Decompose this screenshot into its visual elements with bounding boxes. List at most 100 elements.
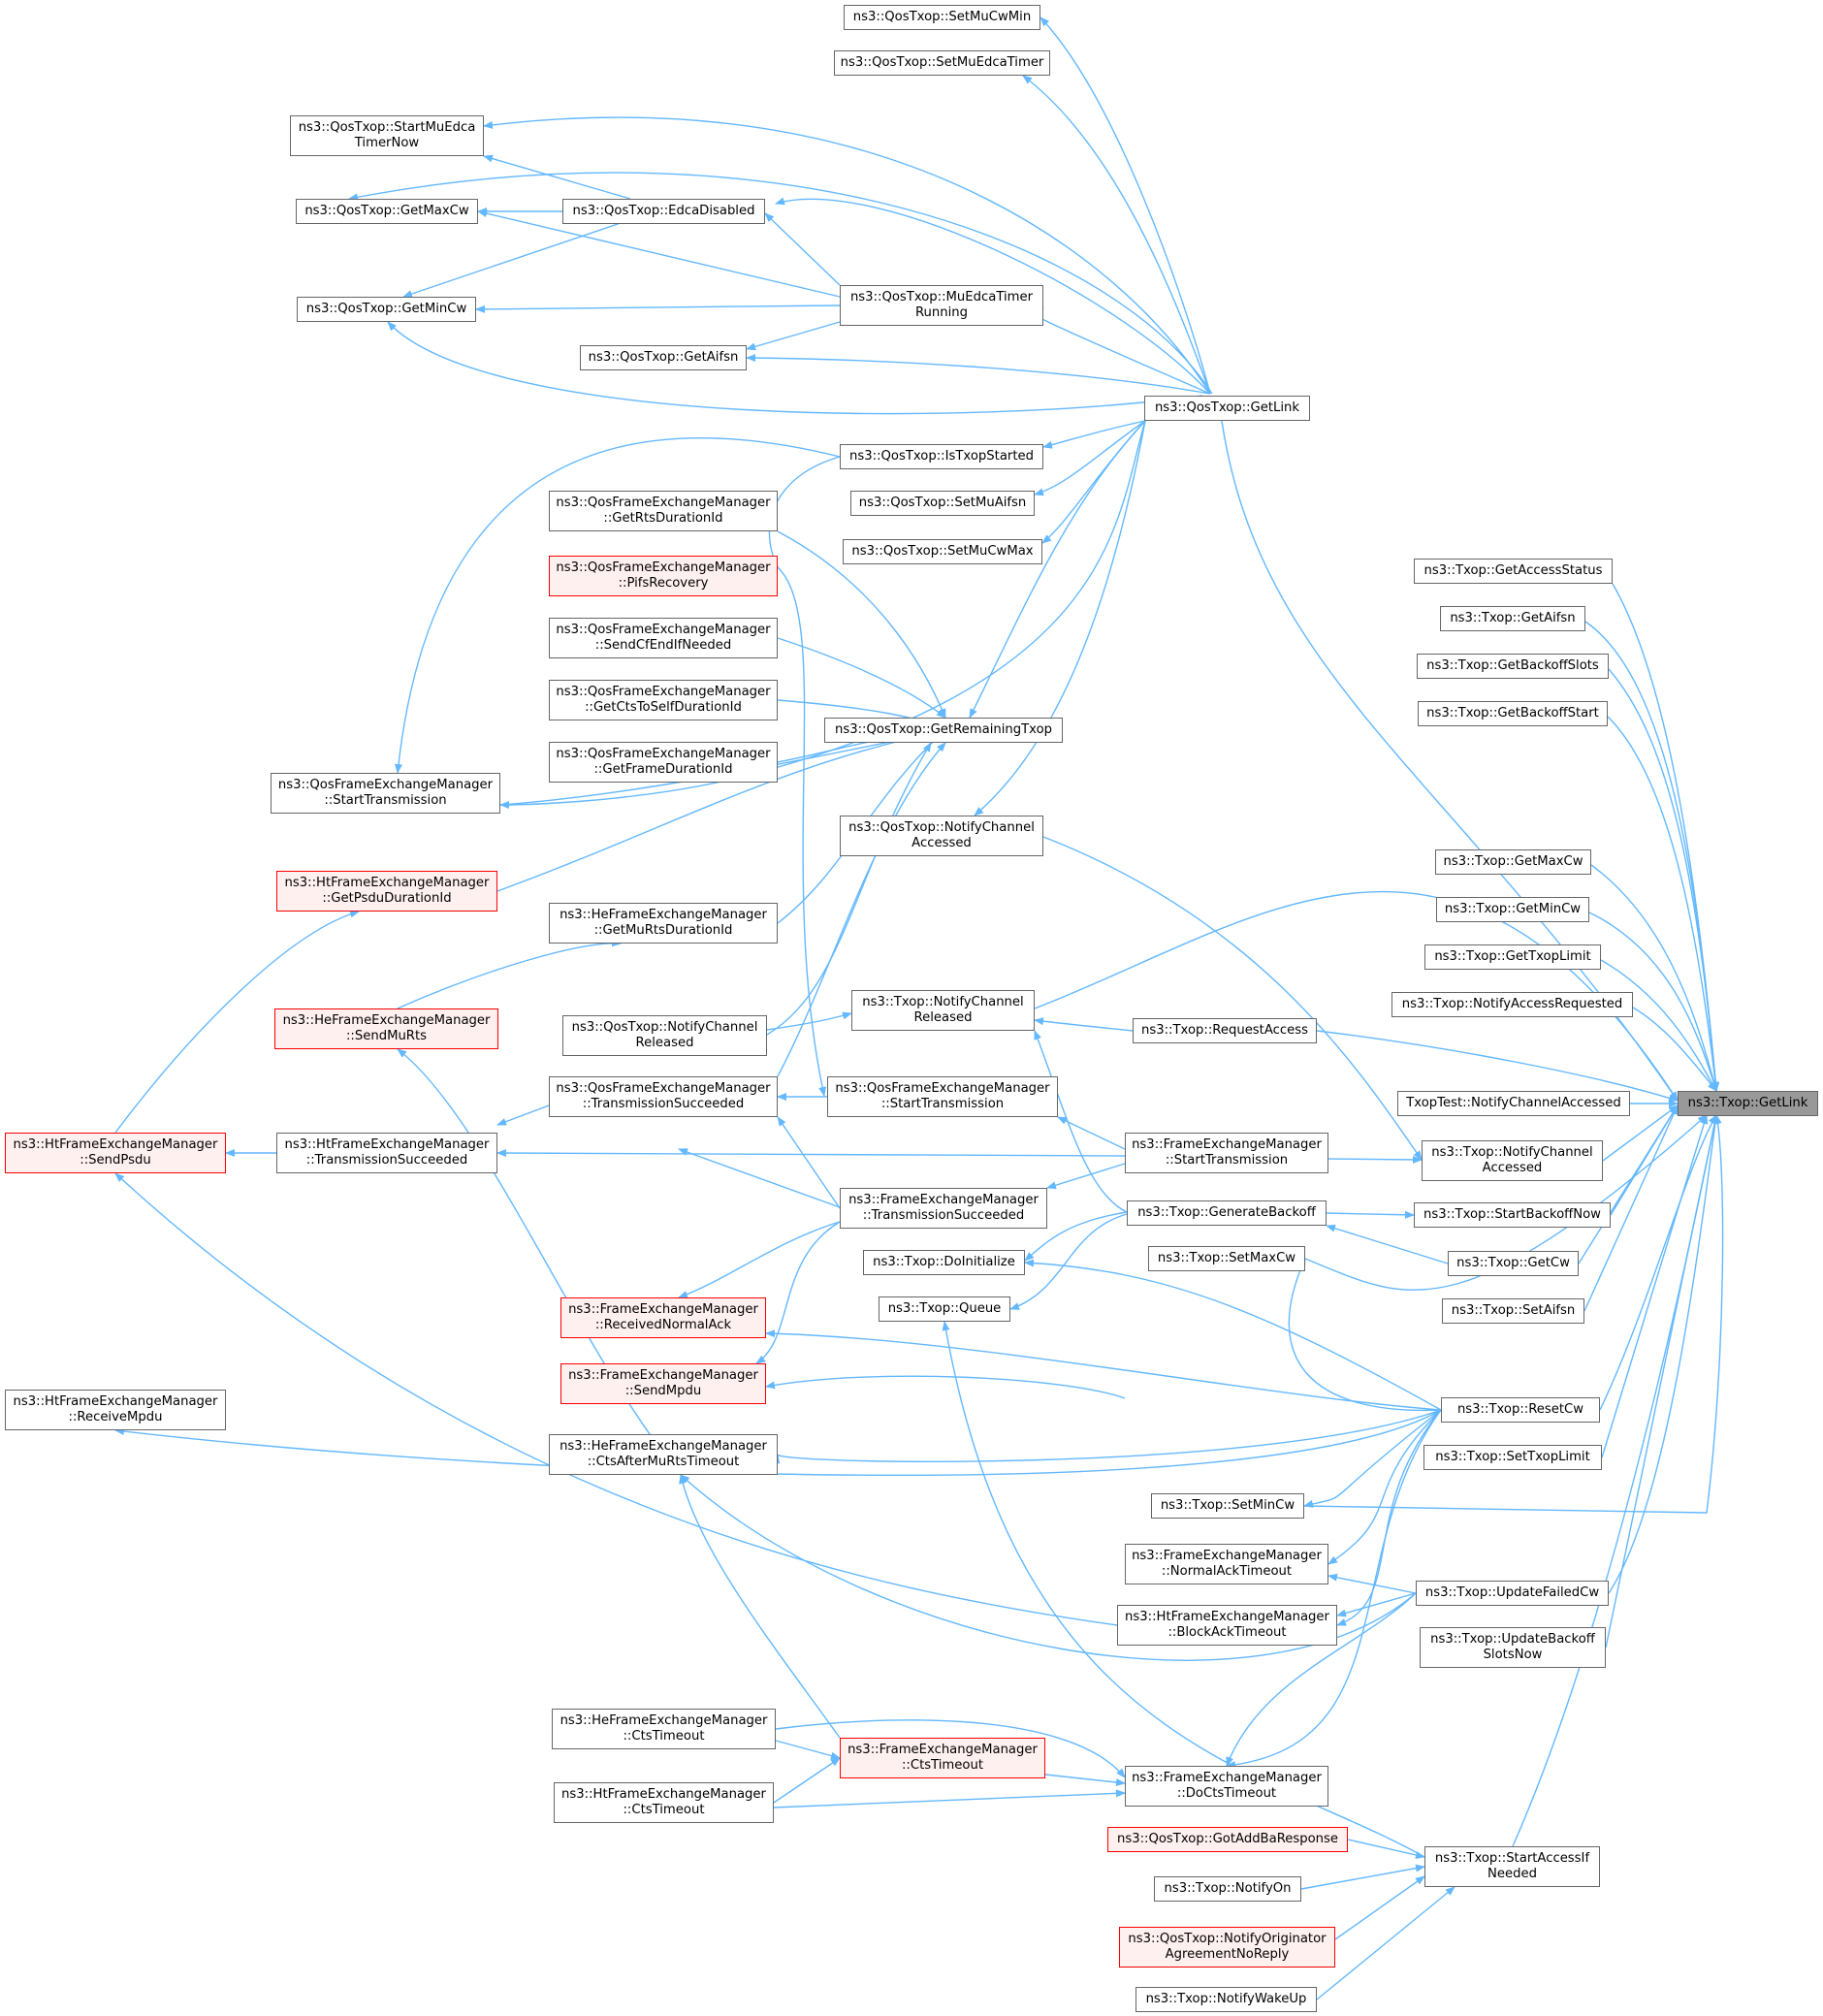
node-txop-get-access-status[interactable]: ns3::Txop::GetAccessStatus bbox=[1414, 559, 1613, 584]
node-hefem-cts-after-mu-rts-timeout[interactable]: ns3::HeFrameExchangeManager::CtsAfterMuR… bbox=[549, 1434, 778, 1475]
node-txop-set-max-cw[interactable]: ns3::Txop::SetMaxCw bbox=[1148, 1246, 1305, 1271]
node-qfem-start-transmission-mid[interactable]: ns3::QosFrameExchangeManager::StartTrans… bbox=[827, 1076, 1058, 1117]
call-edge bbox=[387, 321, 1203, 415]
call-edge bbox=[773, 1757, 841, 1804]
node-txop-update-failed-cw[interactable]: ns3::Txop::UpdateFailedCw bbox=[1416, 1581, 1609, 1606]
node-htfem-receive-mpdu[interactable]: ns3::HtFrameExchangeManager::ReceiveMpdu bbox=[5, 1390, 226, 1430]
node-htfem-transmission-succeeded[interactable]: ns3::HtFrameExchangeManager::Transmissio… bbox=[276, 1133, 497, 1173]
node-txop-get-backoff-start[interactable]: ns3::Txop::GetBackoffStart bbox=[1418, 701, 1608, 726]
node-txop-generate-backoff[interactable]: ns3::Txop::GenerateBackoff bbox=[1127, 1200, 1327, 1226]
node-qfem-transmission-succeeded[interactable]: ns3::QosFrameExchangeManager::Transmissi… bbox=[549, 1076, 778, 1117]
call-edge bbox=[679, 1474, 841, 1739]
node-fem-received-normal-ack[interactable]: ns3::FrameExchangeManager::ReceivedNorma… bbox=[560, 1297, 766, 1338]
node-qos-got-add-ba-response[interactable]: ns3::QosTxop::GotAddBaResponse bbox=[1107, 1827, 1348, 1852]
call-edge bbox=[397, 939, 622, 1009]
node-qfem-get-rts-duration-id[interactable]: ns3::QosFrameExchangeManager::GetRtsDura… bbox=[549, 491, 778, 531]
node-hefem-cts-timeout[interactable]: ns3::HeFrameExchangeManager::CtsTimeout bbox=[552, 1709, 776, 1749]
node-qos-set-mu-aifsn[interactable]: ns3::QosTxop::SetMuAifsn bbox=[850, 491, 1035, 516]
call-edge bbox=[114, 1409, 1442, 1477]
node-label: SlotsNow bbox=[1483, 1648, 1543, 1662]
node-hefem-send-mu-rts[interactable]: ns3::HeFrameExchangeManager::SendMuRts bbox=[274, 1008, 498, 1049]
node-qos-get-remaining-txop[interactable]: ns3::QosTxop::GetRemainingTxop bbox=[824, 718, 1063, 743]
node-txop-get-backoff-slots[interactable]: ns3::Txop::GetBackoffSlots bbox=[1417, 654, 1609, 679]
node-txop-get-max-cw[interactable]: ns3::Txop::GetMaxCw bbox=[1435, 849, 1591, 875]
node-htfem-cts-timeout[interactable]: ns3::HtFrameExchangeManager::CtsTimeout bbox=[554, 1782, 774, 1823]
node-qos-set-mu-edca-timer[interactable]: ns3::QosTxop::SetMuEdcaTimer bbox=[834, 50, 1050, 76]
node-txop-notify-on[interactable]: ns3::Txop::NotifyOn bbox=[1154, 1876, 1301, 1902]
node-txop-get-link[interactable]: ns3::Txop::GetLink bbox=[1678, 1091, 1818, 1116]
node-qos-get-min-cw[interactable]: ns3::QosTxop::GetMinCw bbox=[297, 297, 476, 322]
node-qos-is-txop-started[interactable]: ns3::QosTxop::IsTxopStarted bbox=[840, 444, 1043, 469]
node-htfem-get-psdu-duration-id[interactable]: ns3::HtFrameExchangeManager::GetPsduDura… bbox=[276, 871, 497, 912]
node-fem-send-mpdu[interactable]: ns3::FrameExchangeManager::SendMpdu bbox=[560, 1363, 766, 1404]
node-qfem-send-cf-end-if-needed[interactable]: ns3::QosFrameExchangeManager::SendCfEndI… bbox=[549, 618, 778, 658]
call-edge bbox=[765, 1329, 1442, 1411]
node-qos-set-mu-cw-max[interactable]: ns3::QosTxop::SetMuCwMax bbox=[843, 539, 1042, 564]
call-edge bbox=[1034, 1030, 1128, 1213]
node-qos-edca-disabled[interactable]: ns3::QosTxop::EdcaDisabled bbox=[562, 199, 765, 224]
node-qfem-get-cts-to-self-duration-id[interactable]: ns3::QosFrameExchangeManager::GetCtsToSe… bbox=[549, 680, 778, 720]
node-txop-get-aifsn[interactable]: ns3::Txop::GetAifsn bbox=[1440, 606, 1585, 631]
node-label: ns3::HtFrameExchangeManager bbox=[13, 1394, 218, 1409]
node-qos-set-mu-cw-min[interactable]: ns3::QosTxop::SetMuCwMin bbox=[844, 5, 1040, 30]
call-edge bbox=[766, 742, 932, 1036]
node-txop-request-access[interactable]: ns3::Txop::RequestAccess bbox=[1133, 1018, 1317, 1043]
node-qos-get-link[interactable]: ns3::QosTxop::GetLink bbox=[1144, 396, 1310, 421]
node-fem-normal-ack-timeout[interactable]: ns3::FrameExchangeManager::NormalAckTime… bbox=[1125, 1544, 1328, 1584]
call-edge bbox=[775, 1719, 1126, 1778]
node-htfem-send-psdu[interactable]: ns3::HtFrameExchangeManager::SendPsdu bbox=[5, 1133, 226, 1173]
node-txop-get-txop-limit[interactable]: ns3::Txop::GetTxopLimit bbox=[1424, 944, 1601, 970]
node-label: ::NormalAckTimeout bbox=[1161, 1564, 1293, 1579]
node-label: ns3::QosTxop::GotAddBaResponse bbox=[1116, 1832, 1339, 1846]
node-fem-start-transmission[interactable]: ns3::FrameExchangeManager::StartTransmis… bbox=[1125, 1133, 1328, 1173]
call-edge bbox=[942, 1321, 1425, 1858]
node-txop-queue[interactable]: ns3::Txop::Queue bbox=[879, 1296, 1010, 1322]
node-label: ns3::QosTxop::GetLink bbox=[1154, 400, 1300, 415]
node-htfem-block-ack-timeout[interactable]: ns3::HtFrameExchangeManager::BlockAckTim… bbox=[1117, 1605, 1337, 1646]
node-label: ::CtsAfterMuRtsTimeout bbox=[587, 1455, 740, 1469]
call-edge bbox=[1034, 890, 1679, 1102]
node-qfem-start-transmission-left[interactable]: ns3::QosFrameExchangeManager::StartTrans… bbox=[271, 773, 500, 814]
call-edge bbox=[1042, 420, 1146, 449]
node-fem-cts-timeout[interactable]: ns3::FrameExchangeManager::CtsTimeout bbox=[840, 1738, 1045, 1778]
node-qfem-pifs-recovery[interactable]: ns3::QosFrameExchangeManager::PifsRecove… bbox=[549, 556, 778, 596]
call-edge bbox=[775, 1740, 841, 1760]
node-label: ns3::QosTxop::SetMuCwMax bbox=[851, 544, 1034, 559]
node-label: ::StartTransmission bbox=[324, 793, 447, 808]
node-fem-do-cts-timeout[interactable]: ns3::FrameExchangeManager::DoCtsTimeout bbox=[1125, 1766, 1328, 1807]
node-txop-reset-cw[interactable]: ns3::Txop::ResetCw bbox=[1441, 1397, 1600, 1423]
node-txop-set-aifsn[interactable]: ns3::Txop::SetAifsn bbox=[1442, 1298, 1584, 1324]
call-edge bbox=[1304, 1114, 1708, 1292]
node-txop-set-min-cw[interactable]: ns3::Txop::SetMinCw bbox=[1151, 1493, 1304, 1519]
node-label: ns3::Txop::UpdateFailedCw bbox=[1424, 1585, 1600, 1600]
node-fem-transmission-succeeded[interactable]: ns3::FrameExchangeManager::TransmissionS… bbox=[840, 1188, 1047, 1229]
node-qos-get-max-cw[interactable]: ns3::QosTxop::GetMaxCw bbox=[296, 199, 478, 224]
node-qfem-get-frame-duration-id[interactable]: ns3::QosFrameExchangeManager::GetFrameDu… bbox=[549, 742, 778, 783]
node-txop-do-initialize[interactable]: ns3::Txop::DoInitialize bbox=[863, 1250, 1025, 1275]
call-edge bbox=[1608, 668, 1720, 1092]
node-txop-get-min-cw[interactable]: ns3::Txop::GetMinCw bbox=[1436, 897, 1589, 922]
node-hefem-get-mu-rts-duration-id[interactable]: ns3::HeFrameExchangeManager::GetMuRtsDur… bbox=[549, 903, 778, 944]
node-txop-set-txop-limit[interactable]: ns3::Txop::SetTxopLimit bbox=[1423, 1445, 1602, 1470]
call-edge bbox=[1334, 1875, 1425, 1940]
node-txop-notify-access-requested[interactable]: ns3::Txop::NotifyAccessRequested bbox=[1391, 992, 1633, 1017]
node-txop-get-cw[interactable]: ns3::Txop::GetCw bbox=[1448, 1251, 1579, 1276]
call-edge bbox=[1057, 1116, 1126, 1150]
node-txoptest-notify-channel-accessed[interactable]: TxopTest::NotifyChannelAccessed bbox=[1397, 1091, 1630, 1116]
node-qos-get-aifsn[interactable]: ns3::QosTxop::GetAifsn bbox=[580, 345, 747, 370]
call-edge bbox=[1583, 1104, 1679, 1312]
node-txop-notify-wake-up[interactable]: ns3::Txop::NotifyWakeUp bbox=[1135, 1987, 1317, 2012]
call-edge bbox=[1022, 75, 1211, 395]
node-txop-start-backoff-now[interactable]: ns3::Txop::StartBackoffNow bbox=[1414, 1202, 1611, 1228]
call-edge bbox=[348, 172, 1213, 395]
node-label: ns3::Txop::SetAifsn bbox=[1451, 1303, 1576, 1318]
